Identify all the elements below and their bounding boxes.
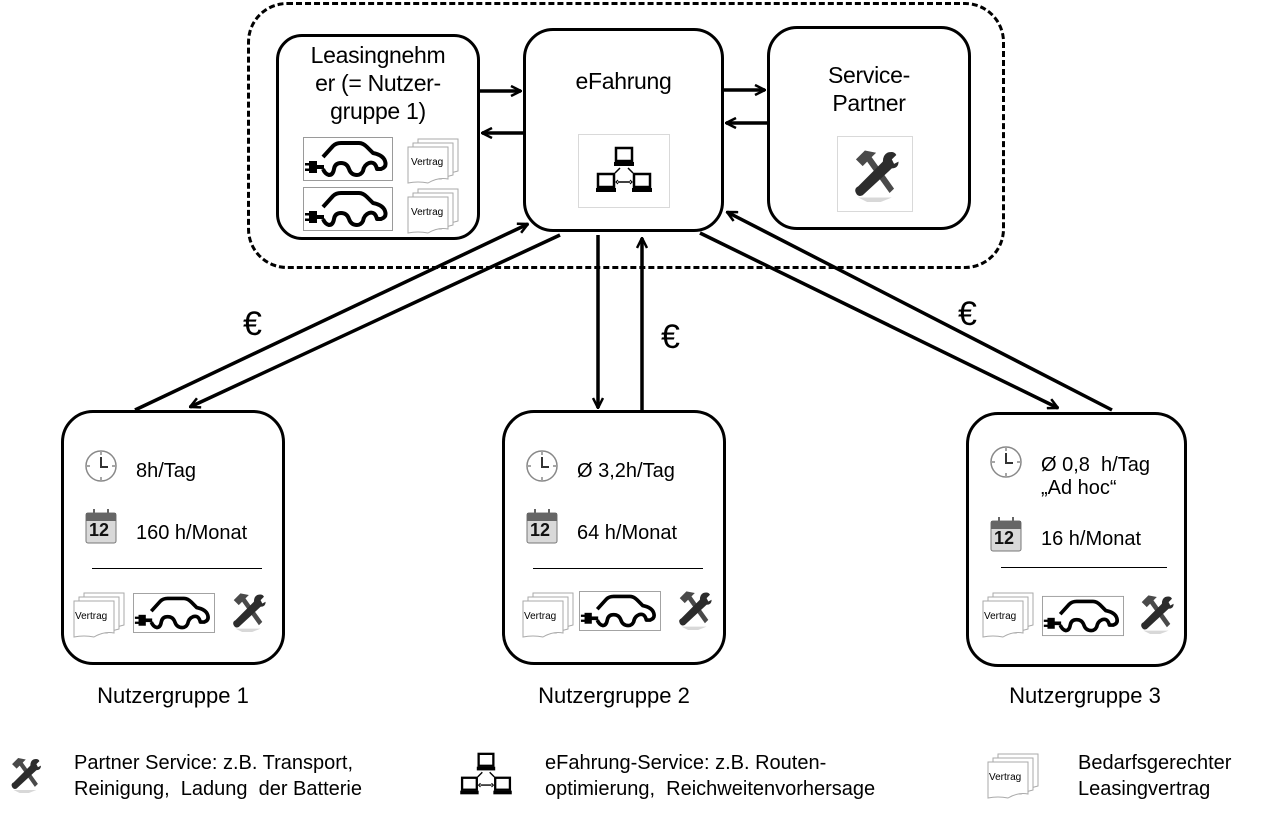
- legend-line: Bedarfsgerechter: [1078, 752, 1232, 774]
- electric-car-icon: [1042, 595, 1124, 637]
- electric-car-icon: [303, 187, 393, 231]
- user-group-1-label: Nutzergruppe 1: [97, 683, 249, 708]
- title-line: Leasingnehm: [310, 42, 446, 68]
- platform-group-boundary: [247, 2, 1005, 269]
- tools-icon: [227, 589, 269, 633]
- user-group-1-box[interactable]: 8h/Tag 12 160 h/Monat Vertrag: [61, 410, 285, 665]
- clock-icon: [84, 449, 118, 483]
- calendar-day: 12: [89, 520, 110, 540]
- contract-icon-label: Vertrag: [524, 611, 557, 622]
- network-computers-icon: [578, 134, 670, 208]
- calendar-day: 12: [530, 520, 551, 540]
- daily-usage: 8h/Tag: [136, 460, 197, 482]
- contract-icon: Vertrag: [979, 591, 1037, 639]
- calendar-icon: 12: [525, 507, 559, 545]
- divider: [533, 568, 703, 569]
- legend-line: Partner Service: z.B. Transport,: [74, 752, 353, 774]
- clock-icon: [989, 445, 1023, 479]
- contract-icon: Vertrag: [984, 752, 1042, 800]
- tools-icon: [837, 136, 913, 212]
- euro-label-group3: €: [958, 295, 977, 333]
- user-group-3-label: Nutzergruppe 3: [1009, 683, 1161, 708]
- leasingnehmer-box[interactable]: Leasingnehm er (= Nutzer- gruppe 1) Vert…: [276, 34, 480, 240]
- calendar-icon: 12: [989, 515, 1023, 553]
- calendar-icon: 12: [84, 507, 118, 545]
- efahrung-box[interactable]: eFahrung: [523, 28, 724, 232]
- daily-usage-note: „Ad hoc“: [1041, 477, 1117, 499]
- monthly-usage: 160 h/Monat: [136, 522, 248, 544]
- user-group-2-box[interactable]: Ø 3,2h/Tag 12 64 h/Monat Vertrag: [502, 410, 726, 665]
- electric-car-icon: [303, 137, 393, 181]
- euro-label-group2: €: [661, 318, 680, 356]
- legend-line: Leasingvertrag: [1078, 778, 1211, 800]
- divider: [1001, 567, 1167, 568]
- leasingnehmer-title: Leasingnehm er (= Nutzer- gruppe 1): [279, 41, 477, 125]
- tools-icon: [673, 587, 715, 631]
- daily-usage: Ø 0,8 h/Tag: [1041, 454, 1150, 476]
- tools-icon: [6, 754, 44, 794]
- monthly-usage: 16 h/Monat: [1041, 528, 1142, 550]
- legend-text: eFahrung-Service: z.B. Routen- optimieru…: [545, 750, 875, 802]
- daily-usage: Ø 3,2h/Tag: [577, 460, 675, 482]
- title-line: Service-: [828, 62, 910, 88]
- title-line: gruppe 1): [330, 98, 426, 124]
- legend-text: Bedarfsgerechter Leasingvertrag: [1078, 750, 1231, 802]
- clock-icon: [525, 449, 559, 483]
- euro-label-group1: €: [243, 305, 262, 343]
- contract-icon-label: Vertrag: [989, 772, 1022, 783]
- network-computers-icon: [458, 752, 514, 798]
- legend-line: Reinigung, Ladung der Batterie: [74, 778, 362, 800]
- efahrung-title: eFahrung: [575, 68, 672, 94]
- contract-icon-label: Vertrag: [411, 157, 444, 168]
- user-group-3-box[interactable]: Ø 0,8 h/Tag „Ad hoc“ 12 16 h/Monat Vertr…: [966, 412, 1187, 667]
- electric-car-icon: [133, 593, 215, 633]
- user-group-2-label: Nutzergruppe 2: [538, 683, 690, 708]
- contract-icon-label: Vertrag: [75, 611, 108, 622]
- contract-icon-label: Vertrag: [984, 611, 1017, 622]
- contract-icon: Vertrag: [406, 137, 460, 185]
- legend-text: Partner Service: z.B. Transport, Reinigu…: [74, 750, 362, 802]
- electric-car-icon: [579, 591, 661, 631]
- divider: [92, 568, 262, 569]
- legend-line: optimierung, Reichweitenvorhersage: [545, 778, 876, 800]
- contract-icon: Vertrag: [406, 187, 460, 235]
- monthly-usage: 64 h/Monat: [577, 522, 678, 544]
- tools-icon: [1135, 591, 1177, 635]
- contract-icon: Vertrag: [70, 591, 128, 639]
- service-partner-title: Service- Partner: [770, 61, 968, 117]
- contract-icon: Vertrag: [519, 591, 577, 639]
- contract-icon-label: Vertrag: [411, 207, 444, 218]
- legend-line: eFahrung-Service: z.B. Routen-: [545, 752, 827, 774]
- service-partner-box[interactable]: Service- Partner: [767, 26, 971, 230]
- title-line: er (= Nutzer-: [315, 70, 441, 96]
- title-line: Partner: [832, 90, 906, 116]
- calendar-day: 12: [994, 528, 1015, 548]
